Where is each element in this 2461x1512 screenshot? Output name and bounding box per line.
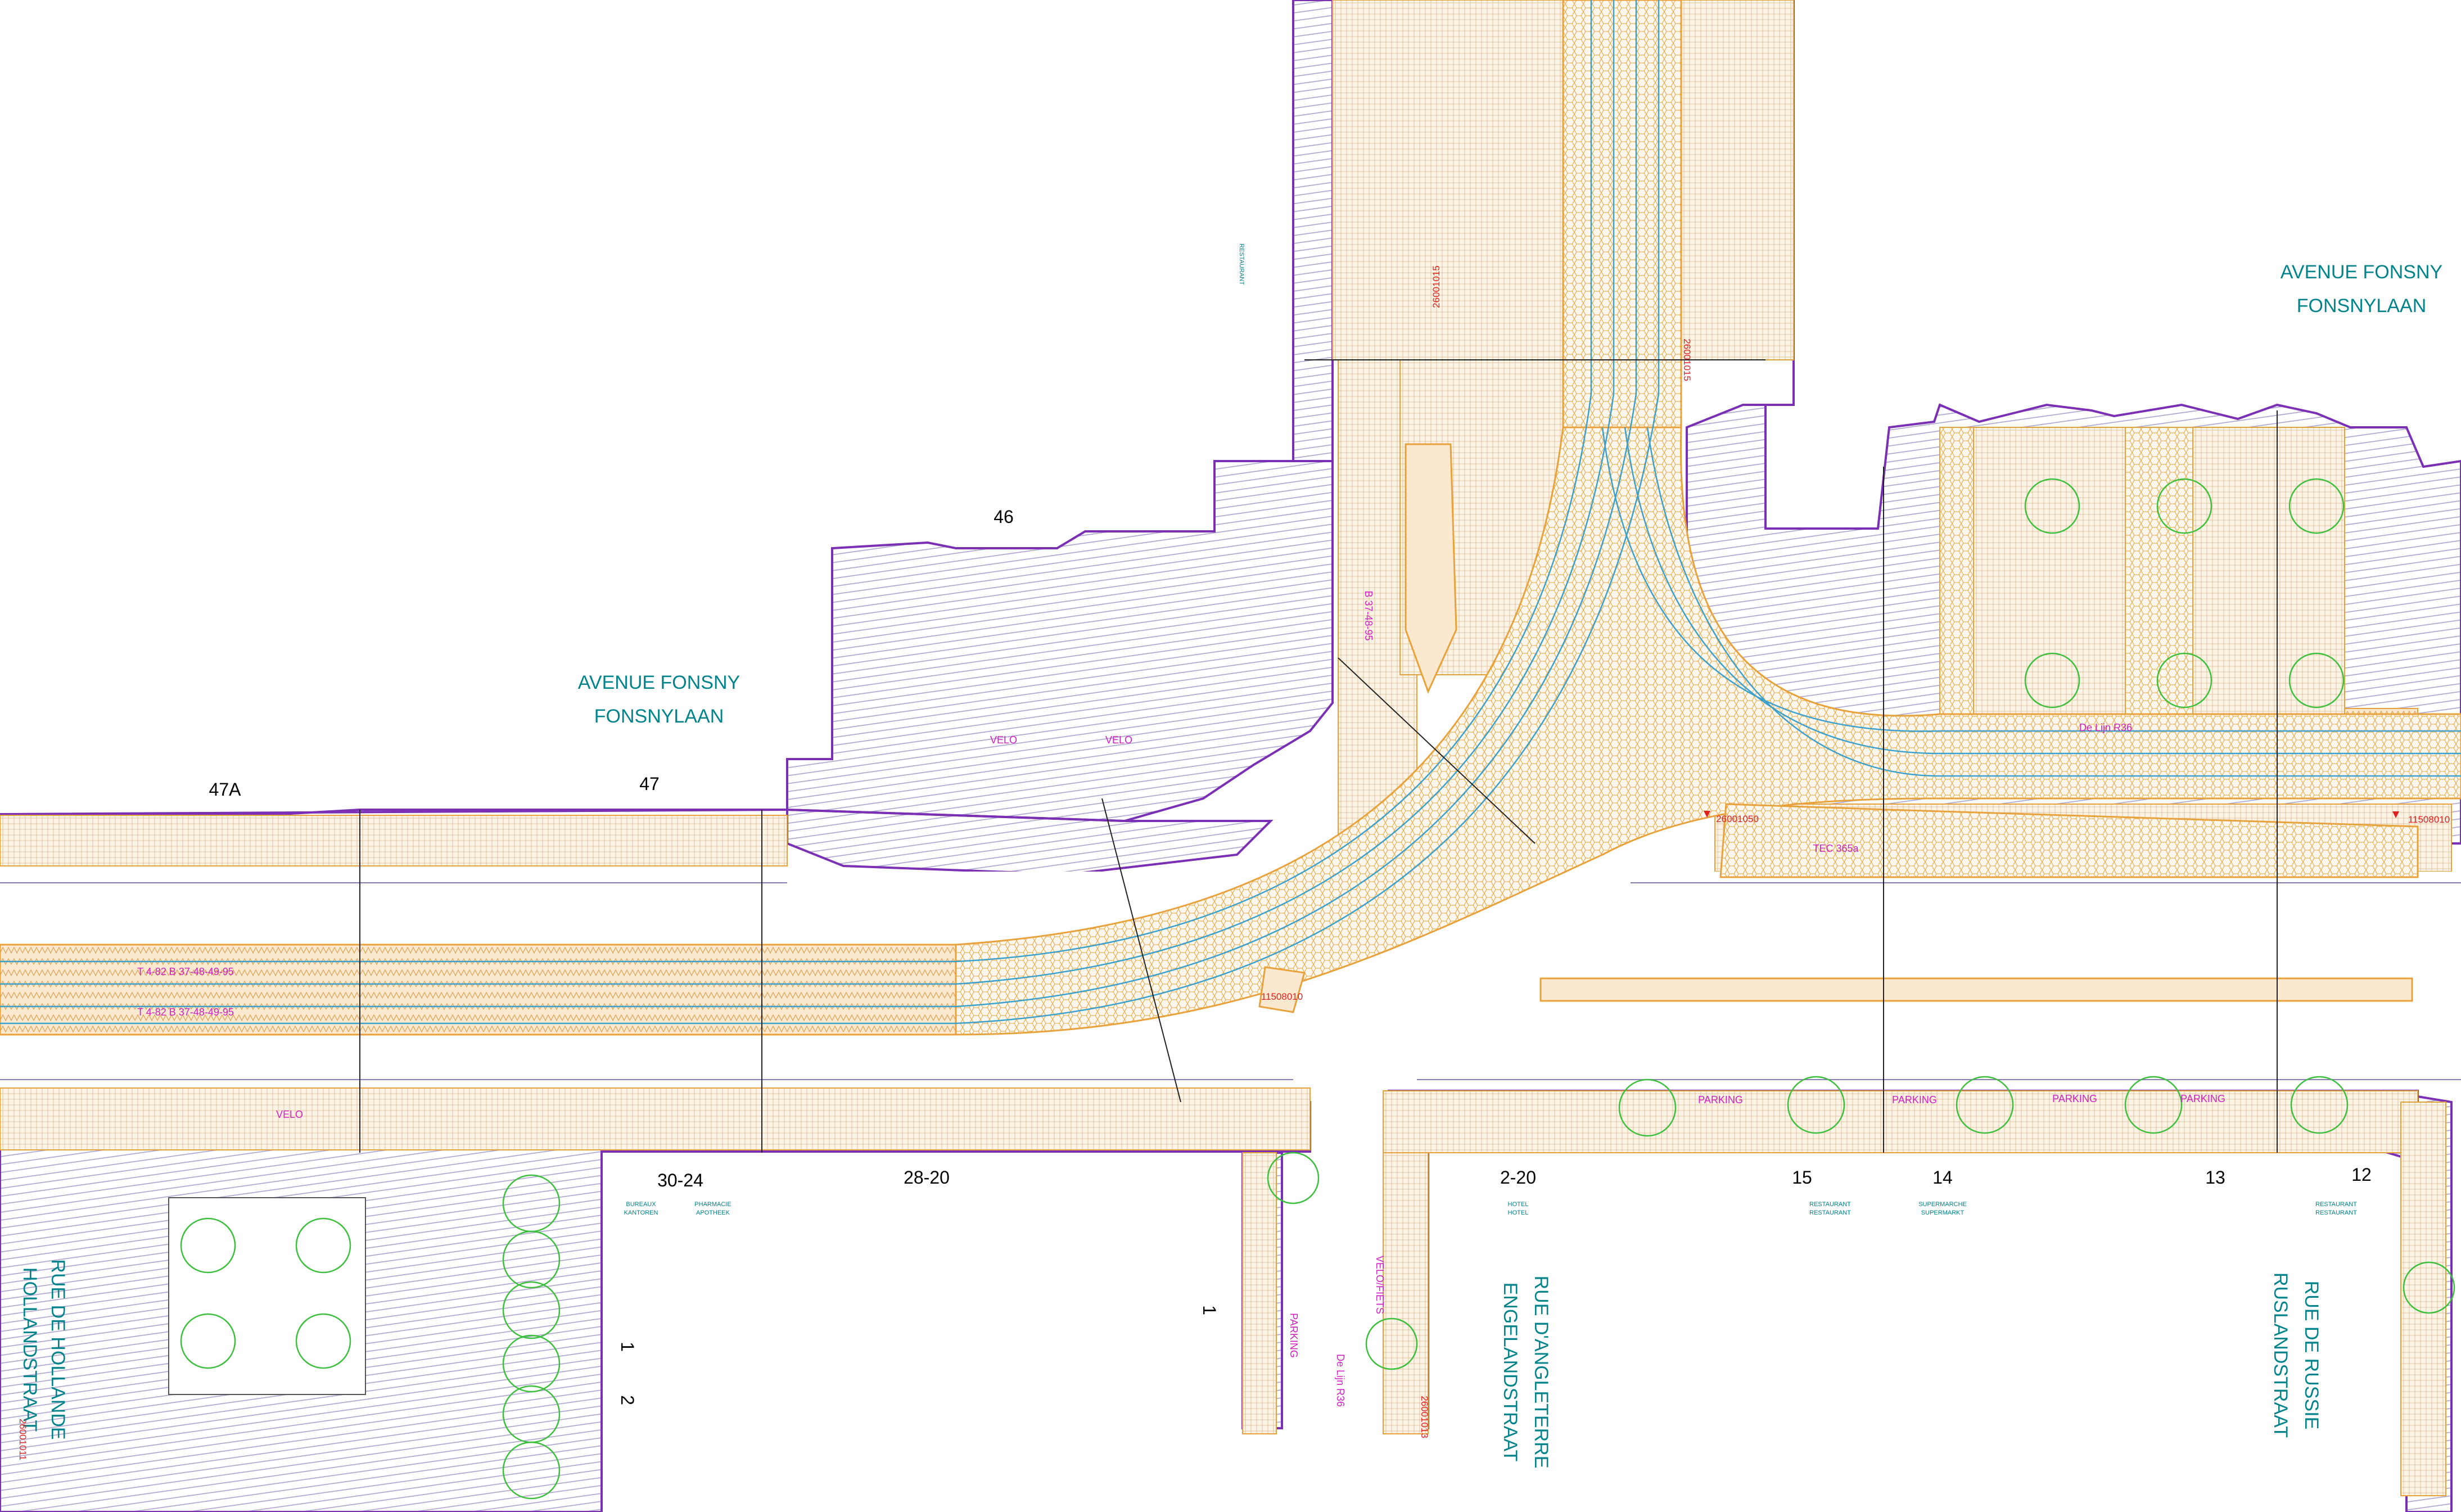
tree (2288, 652, 2345, 708)
tree (2290, 1076, 2349, 1134)
street-label-fonsny-right-fr: AVENUE FONSNY (2281, 261, 2442, 283)
stop-code: 26001011 (17, 1419, 28, 1460)
tree (502, 1334, 561, 1393)
marking-parking: PARKING (1892, 1094, 1937, 1105)
stop-code: 26001015 (1431, 265, 1442, 308)
function-label: RESTAURANT (2315, 1209, 2357, 1216)
tree (180, 1313, 236, 1369)
tree (2156, 652, 2212, 708)
trees (180, 478, 2455, 1500)
roadway (0, 0, 2461, 1080)
house-number: 46 (994, 507, 1014, 527)
house-number: 15 (1792, 1167, 1812, 1188)
tree (1618, 1078, 1677, 1137)
marking-parking: PARKING (1698, 1094, 1743, 1105)
function-label: SUPERMARCHE (1918, 1201, 1967, 1208)
marking-velo: VELO (990, 734, 1017, 746)
stop-code: 26001015 (1682, 338, 1692, 381)
function-label: HOTEL (1508, 1209, 1529, 1216)
tree (1267, 1152, 1320, 1204)
function-label: RESTAURANT (1809, 1201, 1851, 1208)
block-top-left (1292, 0, 1334, 462)
street-label-hollande-nl: HOLLANDSTRAAT (19, 1267, 40, 1432)
marking-parking: PARKING (2052, 1093, 2097, 1104)
house-number: 13 (2205, 1167, 2225, 1188)
street-labels: AVENUE FONSNY FONSNYLAAN AVENUE FONSNY F… (19, 261, 2442, 1468)
tree (2288, 478, 2345, 534)
marking-velo: VELO/FIETS (1374, 1256, 1385, 1314)
street-label-fonsny-right-nl: FONSNYLAAN (2297, 295, 2427, 317)
house-number: 1 (617, 1342, 638, 1352)
marking-tram-bus: T 4-82 B 37-48-49-95 (137, 966, 234, 977)
marking-de-lijn: De Lijn R36 (2079, 722, 2132, 733)
street-label-hollande-fr: RUE DE HOLLANDE (47, 1259, 69, 1439)
building-46 (786, 460, 1334, 823)
stop-code: 26001013 (1419, 1396, 1430, 1438)
street-label-angleterre-nl: ENGELANDSTRAAT (1500, 1283, 1521, 1462)
tree (502, 1441, 561, 1500)
function-label: APOTHEEK (696, 1209, 730, 1216)
marking-de-lijn: De Lijn R36 (1335, 1354, 1346, 1407)
function-label: SUPERMARKT (1921, 1209, 1965, 1216)
house-number: 28-20 (904, 1167, 950, 1188)
tree (1956, 1076, 2014, 1134)
function-labels: BUREAUX KANTOREN PHARMACIE APOTHEEK HOTE… (624, 243, 2358, 1216)
house-number: 14 (1932, 1167, 1953, 1188)
section-lines (359, 359, 2278, 1153)
marking-velo: VELO (276, 1109, 303, 1120)
building-47 (0, 808, 1274, 876)
stop-code: 11508010 (2408, 814, 2450, 825)
marking-tec: TEC 365a (1813, 843, 1859, 854)
stop-codes: 26001050 11508010 11508010 26001011 2600… (17, 265, 2450, 1460)
stop-code: 11508010 (1261, 991, 1303, 1002)
tram-curve (955, 426, 2461, 1036)
tree (295, 1217, 351, 1274)
function-label: RESTAURANT (2315, 1201, 2357, 1208)
function-label: BUREAUX (626, 1201, 656, 1208)
tree (295, 1313, 351, 1369)
tree (2024, 652, 2080, 708)
street-label-angleterre-fr: RUE D'ANGLETERRE (1530, 1276, 1552, 1469)
house-number: 30-24 (657, 1170, 703, 1190)
marking-bus: B 37-48-95 (1363, 590, 1374, 640)
marking-parking: PARKING (1288, 1313, 1299, 1358)
tree (2403, 1261, 2455, 1314)
tree (502, 1281, 561, 1339)
function-label: RESTAURANT (1238, 243, 1245, 285)
house-number: 2 (617, 1395, 638, 1405)
tree (1787, 1076, 1845, 1134)
tree (1365, 1317, 1418, 1370)
function-label: KANTOREN (624, 1209, 658, 1216)
marking-tram-bus: T 4-82 B 37-48-49-95 (137, 1007, 234, 1018)
road-markings: VELO VELO VELO PARKING PARKING PARKING P… (137, 590, 2225, 1407)
tree (502, 1230, 561, 1289)
street-label-fonsny-left-nl: FONSNYLAAN (594, 706, 724, 727)
street-label-russie-nl: RUSLANDSTRAAT (2270, 1272, 2291, 1438)
function-label: RESTAURANT (1809, 1209, 1851, 1216)
house-numbers: 46 47A 47 30-24 28-20 2-20 15 14 13 12 1… (209, 507, 2372, 1405)
house-number: 12 (2351, 1165, 2372, 1185)
street-label-fonsny-left-fr: AVENUE FONSNY (578, 672, 740, 693)
tree (2024, 478, 2080, 534)
tree (2124, 1076, 2183, 1134)
function-label: PHARMACIE (694, 1201, 731, 1208)
stop-code: 26001050 (1716, 814, 1759, 824)
parking-boxes (168, 1197, 366, 1395)
marking-parking: PARKING (2180, 1093, 2225, 1104)
house-number: 1 (1199, 1305, 1220, 1315)
street-label-russie-fr: RUE DE RUSSIE (2301, 1281, 2322, 1430)
house-number: 47A (209, 779, 242, 800)
marking-velo: VELO (1105, 734, 1132, 746)
tree (180, 1217, 236, 1274)
tree (2156, 478, 2212, 534)
house-number: 47 (639, 774, 660, 794)
house-number: 2-20 (1500, 1167, 1536, 1188)
function-label: HOTEL (1508, 1201, 1529, 1208)
